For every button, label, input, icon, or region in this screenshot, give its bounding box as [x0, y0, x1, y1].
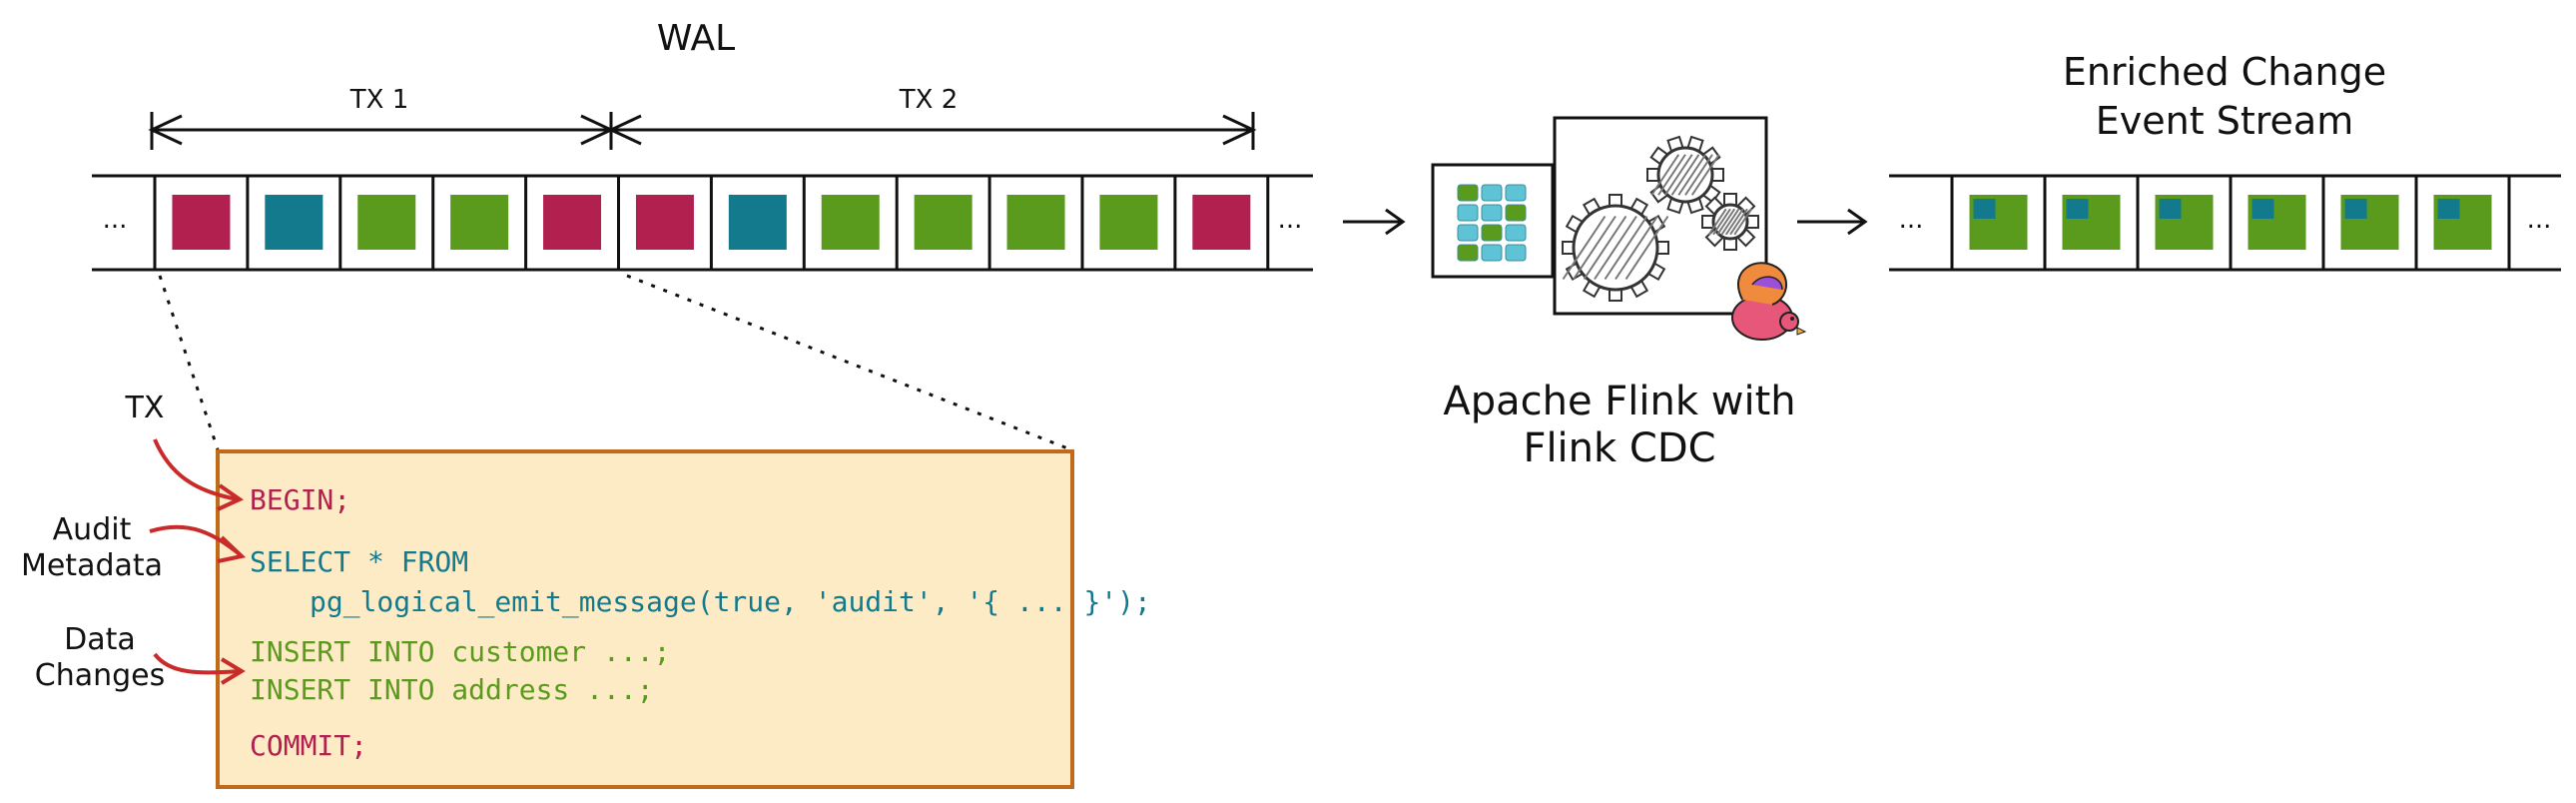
- arrow-tx: [153, 438, 239, 501]
- flink-label-line1: Apache Flink with: [1443, 379, 1795, 424]
- state-cell: [1481, 224, 1503, 242]
- gears-icon: [1562, 135, 1759, 302]
- enriched-event-metadata: [1973, 199, 1996, 219]
- annotation-tx: TX: [125, 391, 245, 511]
- state-cell: [1505, 244, 1527, 262]
- code-select-line1: SELECT * FROM: [250, 545, 468, 578]
- state-cell: [1481, 184, 1503, 202]
- transaction-code-box: BEGIN; SELECT * FROM pg_logical_emit_mes…: [216, 449, 1151, 789]
- enriched-event-metadata: [2437, 199, 2460, 219]
- annotation-audit: Audit Metadata: [21, 512, 247, 583]
- state-grid-icon: [1457, 184, 1527, 262]
- wal-ellipsis-left: ...: [103, 205, 128, 235]
- annotation-audit-line2: Metadata: [21, 548, 163, 583]
- zoom-line-left: [158, 275, 220, 450]
- state-cell: [1457, 224, 1479, 242]
- output-stream: ... ...: [1889, 174, 2561, 272]
- output-ellipsis-left: ...: [1899, 205, 1924, 235]
- flink-label-line2: Flink CDC: [1523, 425, 1715, 471]
- state-cell: [1481, 204, 1503, 222]
- annotation-data-line2: Changes: [35, 658, 166, 693]
- zoom-line-right: [626, 274, 1071, 451]
- wal-event-data: [914, 195, 972, 250]
- gear: [1646, 135, 1724, 215]
- state-cell: [1457, 184, 1479, 202]
- tx2-span: TX 2: [607, 85, 1257, 150]
- enriched-event-metadata: [2344, 199, 2367, 219]
- tx2-label: TX 2: [899, 85, 959, 115]
- wal-event-data: [450, 195, 509, 250]
- output-title-line2: Event Stream: [2096, 99, 2353, 143]
- code-box-frame: [216, 449, 1074, 789]
- arrow-wal-to-flink: [1343, 208, 1406, 236]
- gear: [1562, 194, 1669, 302]
- annotation-audit-line1: Audit: [53, 512, 132, 547]
- code-commit: COMMIT;: [250, 729, 367, 762]
- flink-squirrel-icon: [1731, 262, 1807, 341]
- wal-event-data: [821, 195, 880, 250]
- wal-strip: ... ...: [92, 174, 1313, 272]
- state-cell: [1505, 224, 1527, 242]
- state-cell: [1457, 204, 1479, 222]
- gear: [1701, 193, 1759, 251]
- wal-event-audit: [635, 195, 694, 250]
- wal-event-audit: [172, 195, 231, 250]
- wal-event-meta: [265, 195, 323, 250]
- annotation-data-line1: Data: [64, 622, 136, 657]
- arrow-flink-to-output: [1797, 208, 1868, 236]
- wal-ellipsis-right: ...: [1278, 205, 1303, 235]
- code-insert-address: INSERT INTO address ...;: [250, 673, 654, 706]
- annotation-data: Data Changes: [35, 622, 246, 693]
- code-begin: BEGIN;: [250, 483, 350, 516]
- state-cell: [1505, 184, 1527, 202]
- code-insert-customer: INSERT INTO customer ...;: [250, 635, 670, 668]
- flink-block: Apache Flink with Flink CDC: [1431, 116, 1807, 471]
- wal-event-data: [357, 195, 416, 250]
- wal-event-audit: [1192, 195, 1251, 250]
- output-ellipsis-right: ...: [2527, 205, 2552, 235]
- tx1-label: TX 1: [349, 85, 409, 115]
- state-cell: [1505, 204, 1527, 222]
- wal-event-data: [1099, 195, 1158, 250]
- annotation-tx-label: TX: [125, 391, 165, 425]
- wal-event-meta: [728, 195, 787, 250]
- enriched-event-metadata: [2066, 199, 2089, 219]
- enriched-event-metadata: [2252, 199, 2274, 219]
- code-select-line2: pg_logical_emit_message(true, 'audit', '…: [310, 585, 1151, 619]
- wal-title: WAL: [657, 18, 735, 59]
- output-title-line1: Enriched Change: [2063, 50, 2386, 94]
- wal-event-audit: [543, 195, 602, 250]
- tx1-span: TX 1: [148, 85, 615, 150]
- state-cell: [1481, 244, 1503, 262]
- state-cell: [1457, 244, 1479, 262]
- wal-event-data: [1006, 195, 1065, 250]
- enriched-event-metadata: [2159, 199, 2182, 219]
- arrow-data: [153, 652, 241, 675]
